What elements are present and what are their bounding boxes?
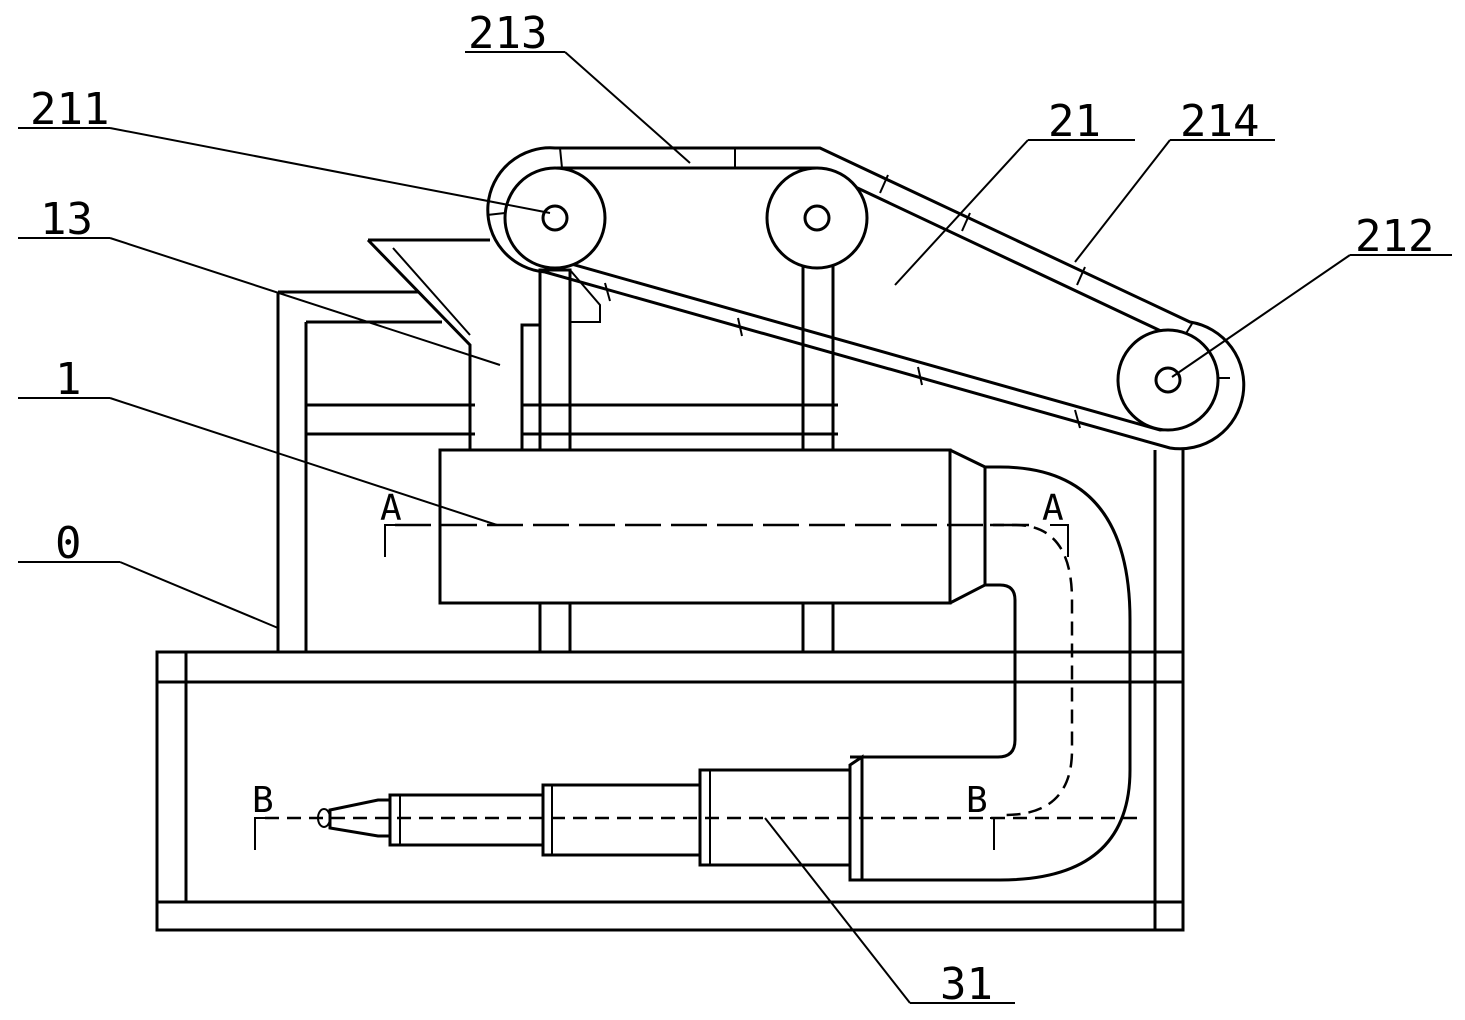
belt-assembly xyxy=(486,146,1246,451)
pulley-212 xyxy=(1116,328,1220,432)
posts xyxy=(538,223,835,654)
section-b-right: B xyxy=(966,780,988,821)
label-21: 21 xyxy=(1048,96,1101,147)
hopper xyxy=(366,238,601,450)
label-212: 212 xyxy=(1355,211,1434,262)
label-213: 213 xyxy=(468,8,547,59)
pulley-211 xyxy=(503,166,607,270)
label-0: 0 xyxy=(55,518,82,569)
curved-tube xyxy=(850,465,1132,882)
belt-teeth xyxy=(486,147,1230,429)
label-1: 1 xyxy=(55,354,82,405)
leader-lines xyxy=(18,51,1452,1004)
section-markers: A A B B xyxy=(252,488,1064,821)
section-a-right: A xyxy=(1042,488,1064,529)
label-31: 31 xyxy=(940,959,993,1010)
upright-frame xyxy=(276,290,838,652)
label-13: 13 xyxy=(40,194,93,245)
base-frame xyxy=(155,450,1185,932)
part-labels: 213 211 21 214 13 212 1 0 31 xyxy=(30,8,1434,1010)
section-lines xyxy=(254,523,1140,850)
section-a-left: A xyxy=(380,488,402,529)
main-cylinder xyxy=(438,448,987,605)
label-214: 214 xyxy=(1180,96,1259,147)
label-211: 211 xyxy=(30,84,109,135)
pulley-idler xyxy=(765,166,869,270)
section-b-left: B xyxy=(252,780,274,821)
